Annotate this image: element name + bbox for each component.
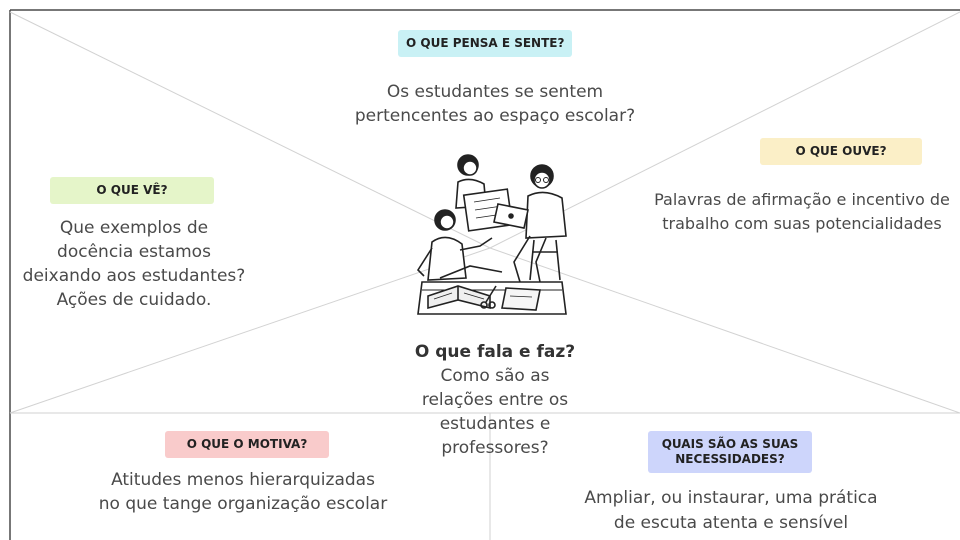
ouve-line-1: Palavras de afirmação e incentivo de [654,190,950,209]
pensa-line-1: Os estudantes se sentem [386,82,604,102]
motiva-line-1: Atitudes menos hierarquizadas [111,470,375,490]
fala-line-1: Como são as [440,366,550,386]
fala-line-2: relações entre os [421,390,569,410]
diagonal-line-left-top [9,11,491,249]
motiva-label: O QUE O MOTIVA? [165,431,329,458]
students-studying-illustration [416,154,567,315]
pensa-line-2: pertencentes ao espaço escolar? [354,106,636,126]
ve-line-3: deixando aos estudantes? [22,266,246,286]
ve-line-2: docência estamos [57,242,211,262]
necessidades-text: Ampliar, ou instaurar, uma prática de es… [566,486,896,536]
fala-line-4: professores? [441,438,549,458]
ve-text: Que exemplos de docência estamos deixand… [14,216,254,312]
diagonal-line-left-bottom [9,247,491,414]
pensa-sente-text: Os estudantes se sentem pertencentes ao … [320,80,670,128]
necessidades-label-line-2: NECESSIDADES? [675,452,785,466]
fala-faz-text: O que fala e faz? Como são as relações e… [395,340,595,460]
fala-faz-title: O que fala e faz? [414,342,576,362]
ouve-line-2: trabalho com suas potencialidades [662,214,942,233]
fala-line-3: estudantes e [439,414,551,434]
necessidades-line-2: de escuta atenta e sensível [613,513,849,533]
necessidades-line-1: Ampliar, ou instaurar, uma prática [584,488,878,508]
necessidades-label: QUAIS SÃO AS SUAS NECESSIDADES? [648,431,812,473]
ouve-label: O QUE OUVE? [760,138,922,165]
diagonal-line-right-top [489,11,960,249]
diagonal-line-right-bottom [489,247,960,414]
pensa-sente-label: O QUE PENSA E SENTE? [398,30,573,57]
ouve-text: Palavras de afirmação e incentivo de tra… [644,188,960,236]
ve-line-4: Ações de cuidado. [56,290,212,310]
ve-line-1: Que exemplos de [59,218,209,238]
motiva-text: Atitudes menos hierarquizadas no que tan… [80,468,406,516]
necessidades-label-line-1: QUAIS SÃO AS SUAS [661,437,799,451]
ve-label: O QUE VÊ? [50,177,214,204]
motiva-line-2: no que tange organização escolar [98,494,388,514]
